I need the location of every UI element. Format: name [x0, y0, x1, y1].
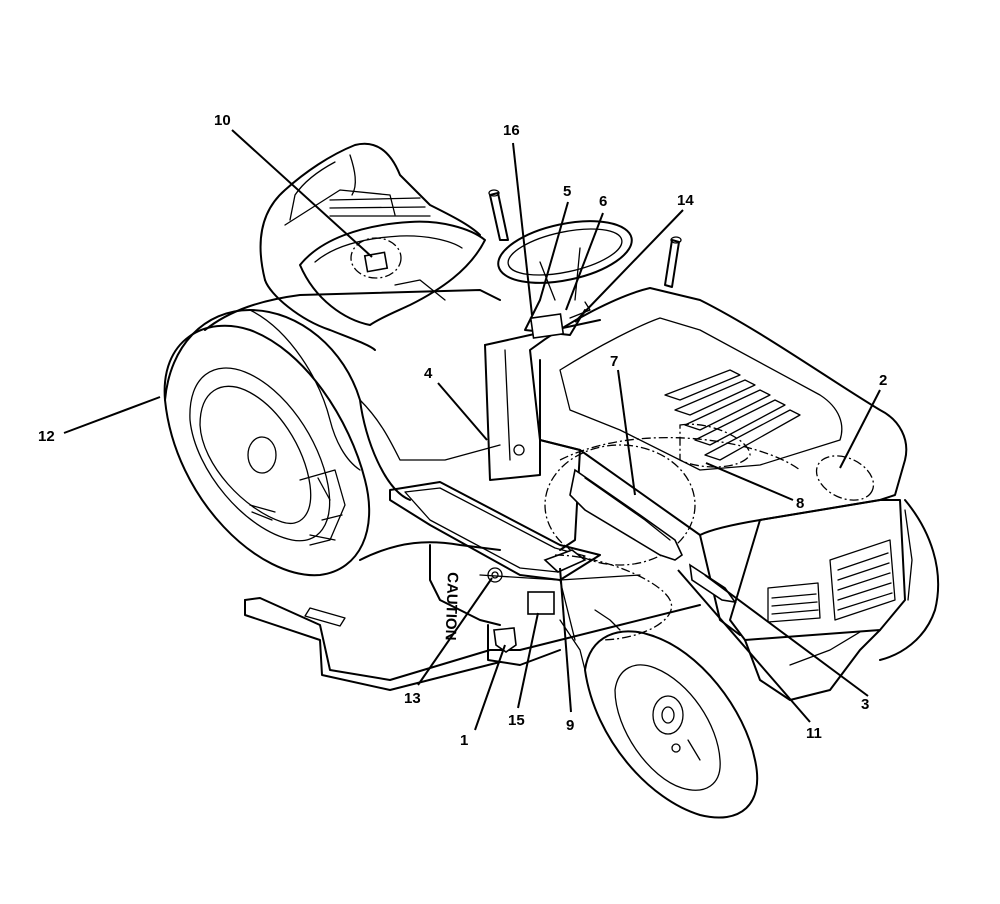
deck-decal-15: [527, 591, 555, 615]
callout-6: 6: [599, 193, 607, 210]
callout-leaders: [63, 129, 881, 731]
steering-assembly: [484, 220, 633, 481]
callout-5: 5: [563, 183, 571, 200]
front-grille: [729, 499, 940, 701]
decals: [350, 237, 875, 653]
footrest-decal: [543, 549, 587, 573]
callout-12: 12: [38, 428, 55, 445]
seat-decal: [363, 251, 389, 273]
callout-4: 4: [424, 365, 433, 382]
deck-decal-1: [493, 627, 517, 653]
hood: [529, 287, 908, 636]
seat: [259, 142, 486, 351]
callout-13: 13: [404, 690, 421, 707]
callout-7: 7: [610, 353, 618, 370]
callout-2: 2: [879, 372, 887, 389]
riding-mower-illustration: CAUTION: [163, 142, 940, 819]
mower-deck: [244, 541, 701, 691]
callout-8: 8: [796, 495, 804, 512]
callout-10: 10: [214, 112, 231, 129]
callout-11: 11: [806, 725, 822, 742]
callout-1: 1: [460, 732, 468, 749]
deck-caution-decal-text: CAUTION: [442, 572, 461, 641]
callout-numbers: 1 2 3 4 5 6 7 8 9 10 11 12 13 14 15 16: [38, 112, 887, 749]
front-wheel: [584, 630, 759, 819]
callout-15: 15: [508, 712, 525, 729]
rear-body: [164, 289, 501, 501]
callout-16: 16: [503, 122, 520, 139]
rear-wheel: [163, 324, 371, 577]
callout-9: 9: [566, 717, 574, 734]
callout-14: 14: [677, 192, 694, 209]
callout-3: 3: [861, 696, 869, 713]
control-levers: [488, 189, 682, 288]
